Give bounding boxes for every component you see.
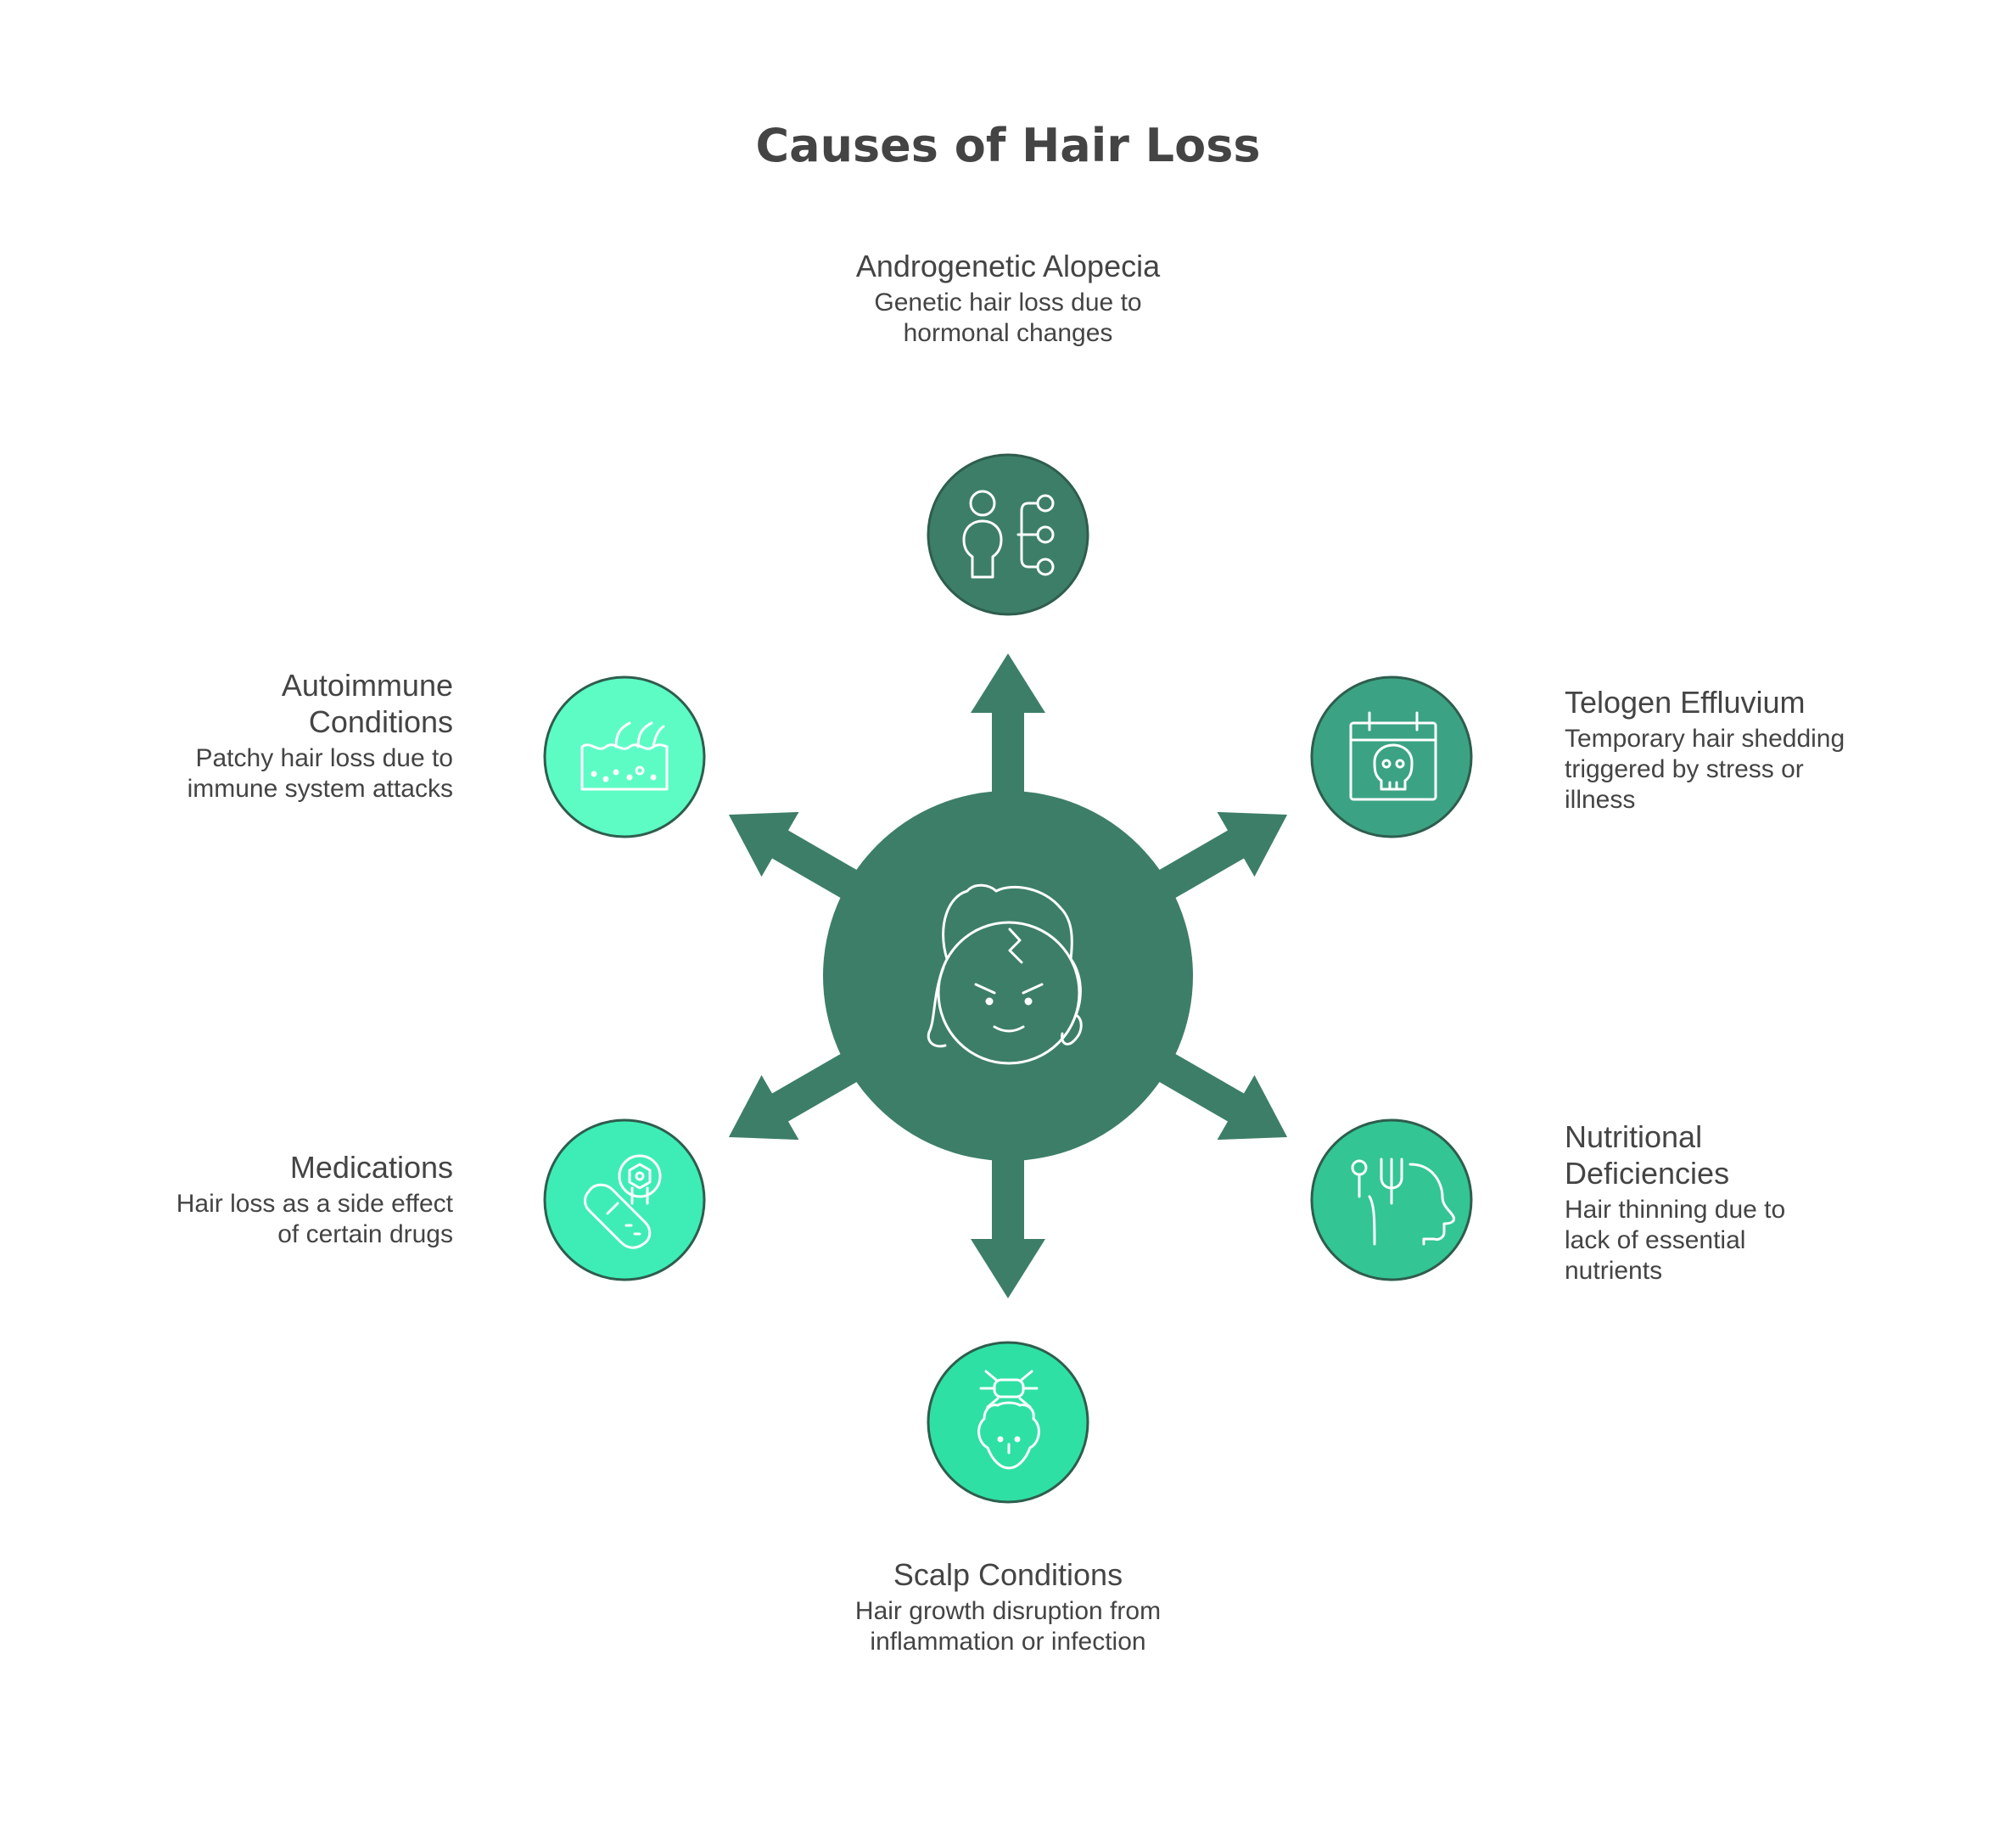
calendar-skull-icon [1349, 711, 1437, 801]
label-description: Temporary hair shedding triggered by str… [1565, 725, 1845, 814]
label-nutritional: Nutritional Deficiencies Hair thinning d… [1565, 1118, 1828, 1286]
node-circle-telogen [1310, 675, 1473, 838]
label-title: Autoimmune Conditions [281, 668, 453, 739]
label-title: Nutritional Deficiencies [1565, 1119, 1730, 1191]
label-autoimmune: Autoimmune Conditions Patchy hair loss d… [187, 667, 453, 804]
label-title: Telogen Effluvium [1565, 685, 1806, 720]
node-circle-scalp [927, 1341, 1089, 1504]
label-description: Patchy hair loss due to immune system at… [187, 744, 453, 803]
label-description: Genetic hair loss due to hormonal change… [874, 289, 1142, 347]
label-title: Androgenetic Alopecia [855, 249, 1161, 283]
label-description: Hair thinning due to lack of essential n… [1565, 1196, 1786, 1285]
bug-head-icon [977, 1370, 1040, 1470]
label-description: Hair growth disruption from inflammation… [854, 1597, 1162, 1656]
label-scalp: Scalp Conditions Hair growth disruption … [848, 1556, 1168, 1657]
arrow-androgenetic [971, 653, 1045, 840]
label-title: Scalp Conditions [893, 1557, 1123, 1592]
arrow-scalp [971, 1112, 1045, 1298]
stressed-face-icon [927, 883, 1083, 1065]
pill-bottle-icon [584, 1154, 662, 1249]
node-circle-androgenetic [927, 453, 1089, 616]
head-utensils-icon [1351, 1158, 1456, 1246]
label-title: Medications [289, 1150, 453, 1185]
label-telogen: Telogen Effluvium Temporary hair sheddin… [1565, 684, 1853, 816]
skin-follicle-icon [580, 721, 669, 791]
label-description: Hair loss as a side effect of certain dr… [176, 1190, 453, 1248]
person-genetics-icon [962, 490, 1055, 579]
node-circle-autoimmune [543, 675, 706, 838]
label-medications: Medications Hair loss as a side effect o… [170, 1149, 453, 1250]
diagram-title: Causes of Hair Loss [755, 119, 1261, 172]
center-hub [823, 791, 1193, 1161]
label-androgenetic: Androgenetic Alopecia Genetic hair loss … [832, 248, 1184, 349]
